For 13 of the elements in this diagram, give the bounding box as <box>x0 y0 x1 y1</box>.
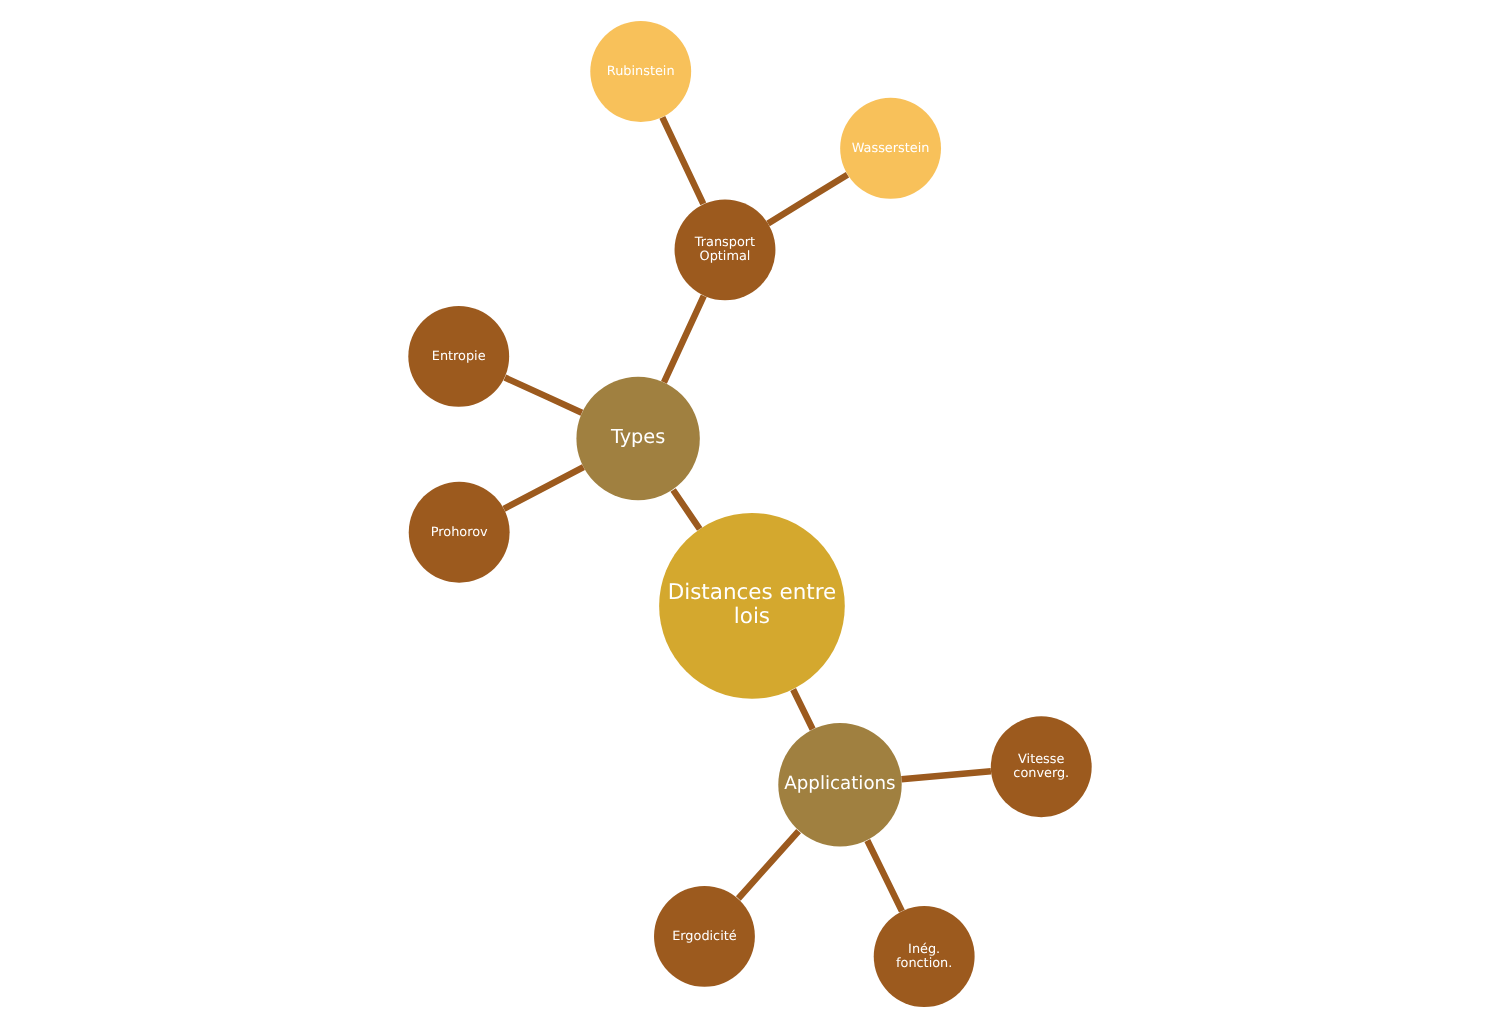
connector <box>502 464 585 512</box>
node-circle: Applications <box>778 723 902 847</box>
connector <box>766 172 850 227</box>
connector <box>901 768 992 783</box>
node-circle: Types <box>576 376 700 501</box>
connector <box>503 374 584 416</box>
node-circle: Distances entre lois <box>659 513 845 699</box>
connector <box>790 688 816 731</box>
connector <box>659 115 707 206</box>
connector <box>735 828 801 901</box>
connector <box>670 488 703 531</box>
connector <box>661 294 707 384</box>
connector <box>864 839 905 913</box>
